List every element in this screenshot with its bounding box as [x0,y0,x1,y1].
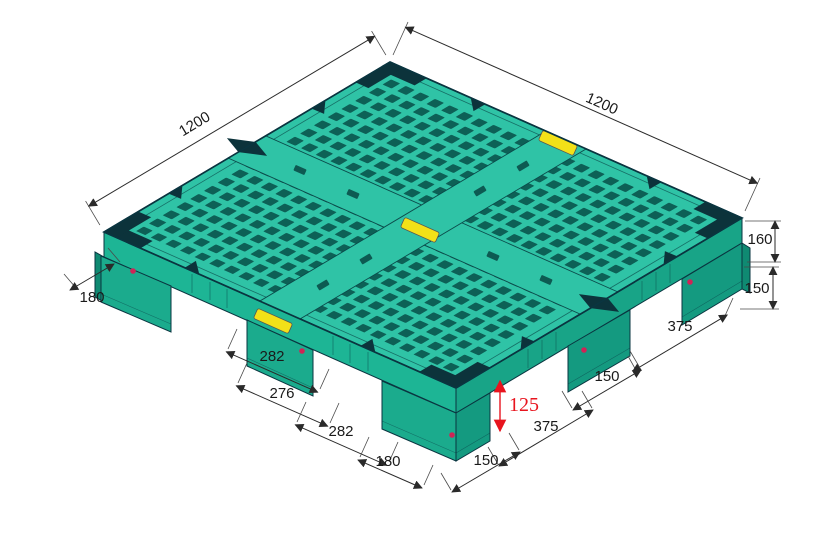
dim-label-282-lower: 282 [328,423,353,440]
dim-label-125-red: 125 [509,394,539,416]
dim-label-150-mid: 150 [594,368,619,385]
dim-label-282-upper: 282 [259,348,284,365]
leg-right-corner-side [741,242,751,294]
dim-label-150-bottom: 150 [473,452,498,469]
dim-label-160: 160 [747,231,772,248]
skirt-rib-lines [191,264,671,371]
leg-front-corner-right-face [455,392,491,462]
sticker-center [400,217,440,243]
dim-label-276: 276 [269,385,294,402]
dimension-annotations: 1200 1200 160 150 180 375 282 15 [63,21,781,493]
dim-label-180-bottom: 180 [375,453,400,470]
dim-label-180-left: 180 [79,289,104,306]
dim-label-375-lower: 375 [533,418,558,435]
sticker-front-edge [253,308,293,334]
dim-label-150-right: 150 [744,280,769,297]
dim-label-375-upper: 375 [667,318,692,335]
